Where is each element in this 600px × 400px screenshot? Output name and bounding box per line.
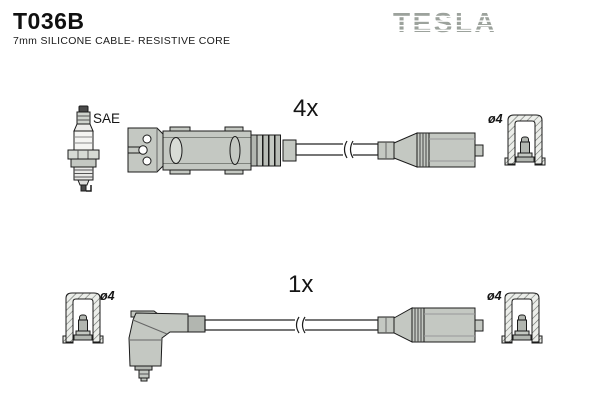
product-description: 7mm SILICONE CABLE- RESISTIVE CORE <box>13 35 231 47</box>
part-number: T036B <box>13 8 85 34</box>
cable-set-4x-drawing <box>127 126 484 175</box>
quantity-label-top: 4x <box>293 95 319 122</box>
spark-plug-drawing <box>67 105 100 192</box>
diameter-label-bottom-left: ø4 <box>100 289 115 303</box>
brand-logo: TESLA <box>393 7 511 38</box>
terminal-cross-section-bottom-left <box>62 292 104 344</box>
diameter-label-top-right: ø4 <box>488 112 503 126</box>
quantity-label-bottom: 1x <box>288 271 314 298</box>
spark-plug-standard-label: SAE <box>93 111 121 126</box>
terminal-cross-section-bottom-right <box>501 292 543 344</box>
brand-logo-text: TESLA <box>393 8 497 38</box>
diameter-label-bottom-right: ø4 <box>487 289 502 303</box>
cable-set-1x-drawing <box>128 307 484 382</box>
terminal-cross-section-top-right <box>504 114 546 166</box>
